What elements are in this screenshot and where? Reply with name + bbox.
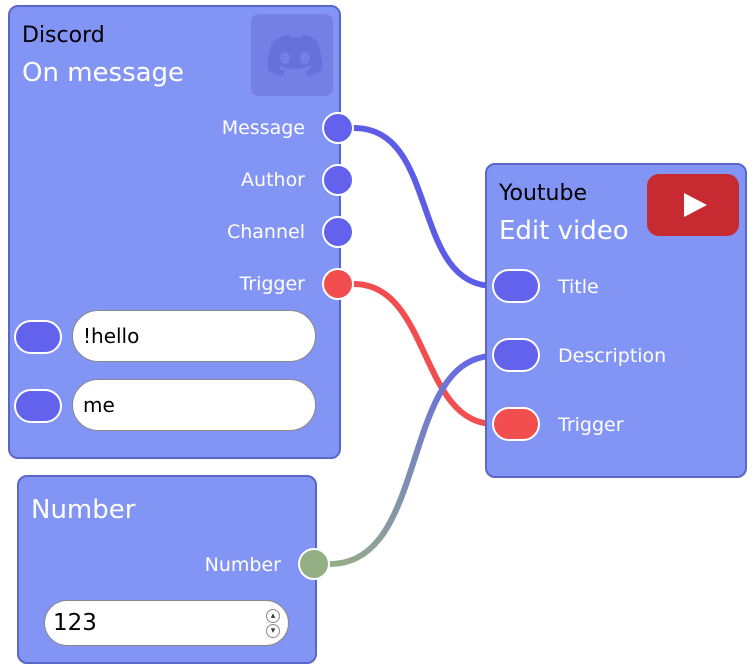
input-port-trigger[interactable] — [492, 407, 540, 441]
input-port-description[interactable] — [492, 338, 540, 372]
youtube-node-app-label: Youtube — [499, 181, 587, 206]
discord-node-title: On message — [22, 58, 185, 88]
input-port-command[interactable] — [14, 320, 62, 354]
output-label-message: Message — [221, 117, 305, 139]
discord-node-app-label: Discord — [22, 23, 105, 48]
output-label-author: Author — [241, 169, 305, 191]
output-port-author[interactable] — [322, 164, 354, 196]
input-label-description: Description — [558, 345, 667, 367]
youtube-node-title: Edit video — [499, 216, 629, 246]
increment-icon[interactable]: ▴ — [266, 609, 280, 623]
author-filter-input[interactable] — [72, 379, 316, 431]
output-port-trigger[interactable] — [322, 268, 354, 300]
output-label-number: Number — [204, 554, 281, 576]
output-port-message[interactable] — [322, 112, 354, 144]
wire-trigger-to-trigger[interactable] — [351, 281, 497, 427]
output-port-channel[interactable] — [322, 216, 354, 248]
number-node-title: Number — [31, 495, 136, 525]
discord-node[interactable]: Discord On message — [8, 5, 341, 459]
input-label-title: Title — [558, 276, 599, 298]
output-label-channel: Channel — [226, 221, 305, 243]
input-label-trigger: Trigger — [558, 414, 624, 436]
number-value[interactable]: 123 — [53, 610, 97, 636]
wire-message-to-title[interactable] — [351, 125, 497, 289]
output-port-number[interactable] — [298, 548, 330, 580]
output-label-trigger: Trigger — [239, 273, 305, 295]
command-input[interactable] — [72, 310, 316, 362]
wire-number-to-description[interactable] — [327, 353, 497, 567]
input-port-title[interactable] — [492, 269, 540, 303]
discord-logo-icon — [251, 14, 333, 98]
number-input[interactable]: 123 ▴ ▾ — [44, 600, 289, 646]
input-port-author-filter[interactable] — [14, 389, 62, 423]
decrement-icon[interactable]: ▾ — [266, 624, 280, 638]
youtube-logo-icon — [647, 174, 739, 236]
